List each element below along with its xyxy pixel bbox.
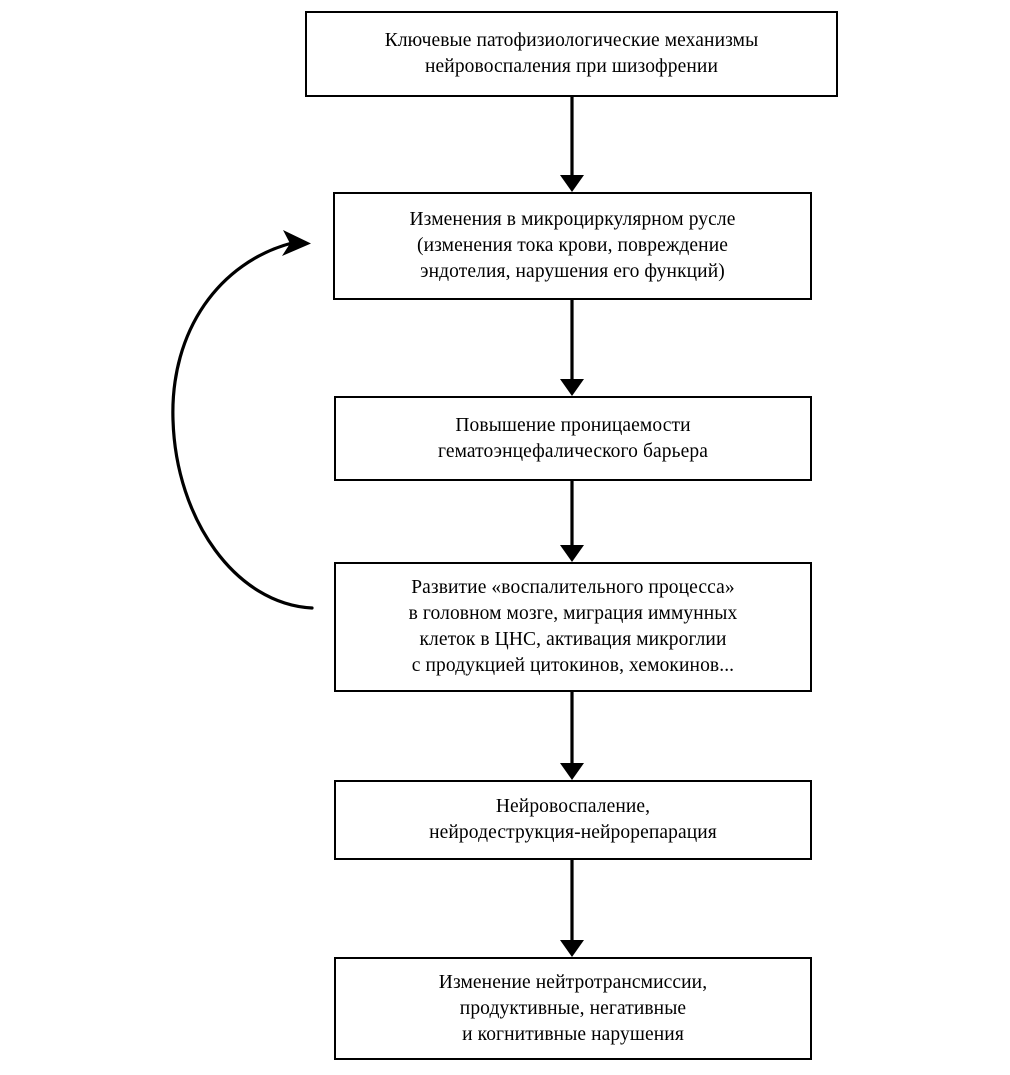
node-5-label: Нейровоспаление, нейродеструкция-нейроре… [429,796,717,843]
node-box-5: Нейровоспаление, нейродеструкция-нейроре… [334,780,812,860]
edge-node4-to-node5 [560,692,584,780]
node-box-2: Изменения в микроциркулярном русле (изме… [333,192,812,300]
edge-node4-to-node2-feedback [171,230,314,610]
edge-node2-to-node3 [560,300,584,396]
node-1-label: Ключевые патофизиологические механизмы н… [384,30,759,77]
edge-node1-to-node2 [560,97,584,192]
node-box-4: Развитие «воспалительного процесса» в го… [334,562,812,692]
node-box-3: Повышение проницаемости гематоэнцефаличе… [334,396,812,481]
node-box-1: Ключевые патофизиологические механизмы н… [305,11,838,97]
edge-node5-to-node6 [560,860,584,957]
node-2-label: Изменения в микроциркулярном русле (изме… [409,209,736,282]
node-6-label: Изменение нейтротрансмиссии, продуктивны… [438,971,708,1045]
node-box-6: Изменение нейтротрансмиссии, продуктивны… [334,957,812,1060]
node-4-label: Развитие «воспалительного процесса» в го… [408,577,738,676]
edge-node3-to-node4 [560,481,584,562]
node-3-label: Повышение проницаемости гематоэнцефаличе… [438,414,708,462]
